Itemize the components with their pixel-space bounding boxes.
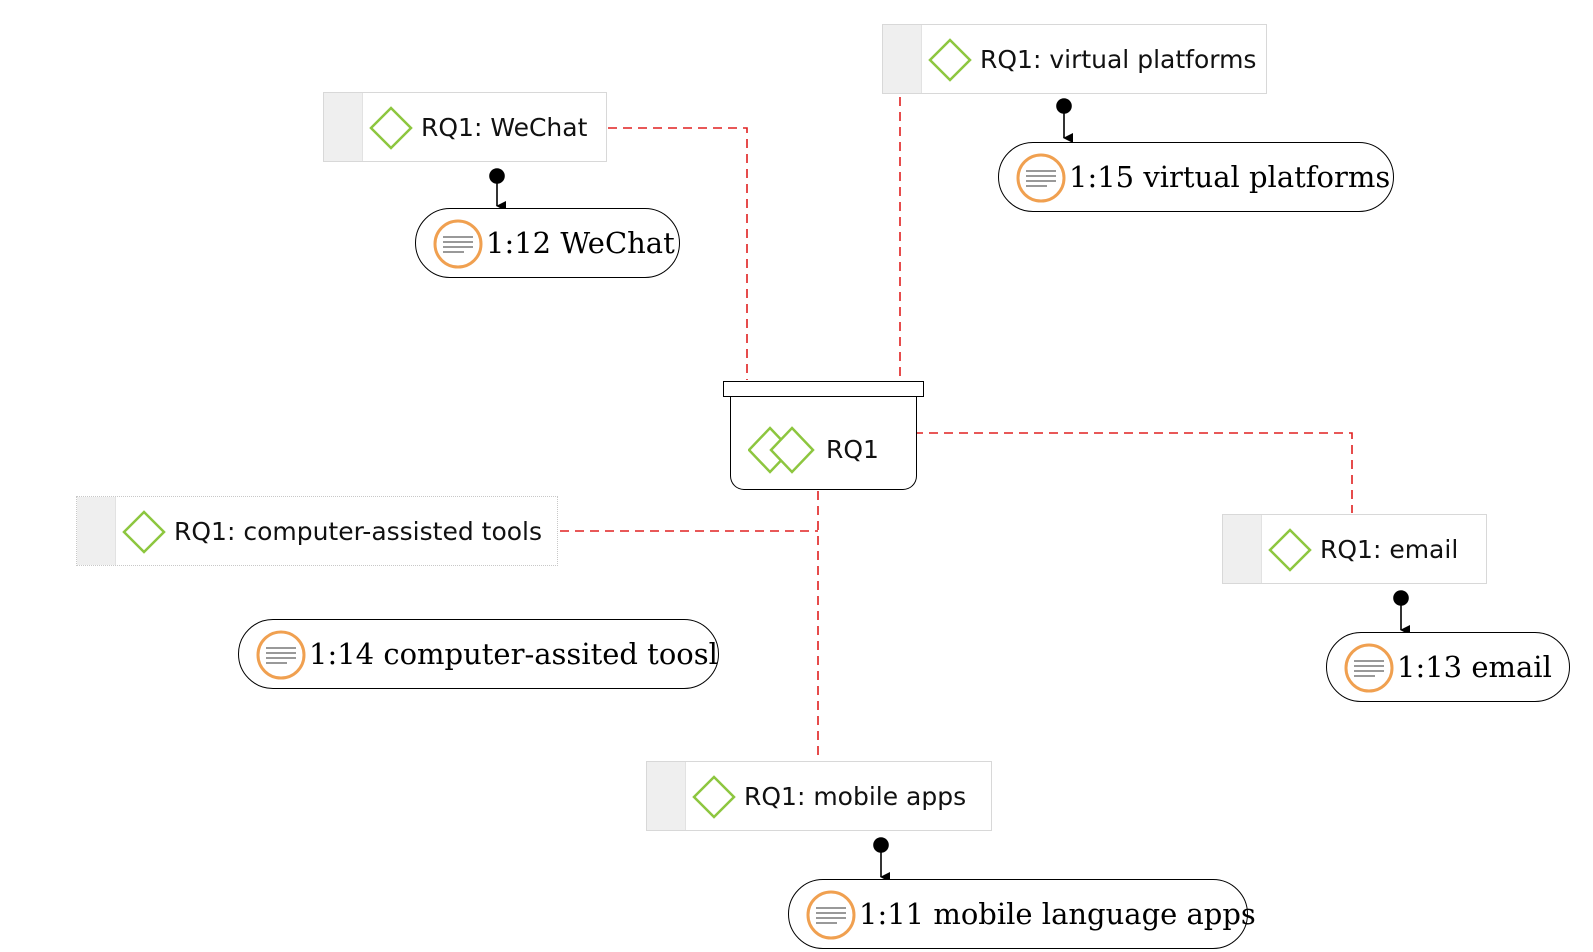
code-strip (647, 762, 686, 830)
code-label-computer-assisted-tools: RQ1: computer-assisted tools (174, 517, 543, 546)
quotation-label-1-12: 1:12 WeChat (486, 226, 675, 260)
group-node-rq1[interactable]: RQ1 (723, 381, 924, 492)
code-node-email[interactable]: RQ1: email (1222, 514, 1487, 584)
code-label-email: RQ1: email (1320, 535, 1459, 564)
quotation-lines-icon (806, 890, 856, 940)
quotation-lines-icon (433, 219, 483, 269)
quotation-label-1-13: 1:13 email (1397, 650, 1552, 684)
group-label: RQ1 (826, 435, 879, 464)
group-body: RQ1 (730, 397, 917, 490)
code-label-wechat: RQ1: WeChat (421, 113, 588, 142)
quotation-lines-icon (1016, 153, 1066, 203)
code-label-mobile-apps: RQ1: mobile apps (744, 782, 967, 811)
quotation-node-1-15[interactable]: 1:15 virtual platforms (998, 142, 1394, 212)
arrow-email-quote (1393, 590, 1410, 635)
code-node-virtual-platforms[interactable]: RQ1: virtual platforms (882, 24, 1267, 94)
code-node-mobile-apps[interactable]: RQ1: mobile apps (646, 761, 992, 831)
code-strip (1223, 515, 1262, 583)
link-wechat (608, 127, 748, 380)
code-label-virtual-platforms: RQ1: virtual platforms (980, 45, 1257, 74)
group-lid (723, 381, 924, 397)
code-node-wechat[interactable]: RQ1: WeChat (323, 92, 607, 162)
code-strip (324, 93, 363, 161)
link-email (914, 432, 1353, 513)
diamond-code-icon (1268, 528, 1312, 572)
quotation-label-1-14: 1:14 computer-assited toosl (309, 637, 718, 671)
diamond-code-icon (122, 510, 166, 554)
quotation-lines-icon (1344, 643, 1394, 693)
quotation-label-1-11: 1:11 mobile language apps (859, 897, 1256, 931)
quotation-node-1-11[interactable]: 1:11 mobile language apps (788, 879, 1256, 949)
arrow-virtual-quote (1056, 98, 1073, 143)
quotation-label-1-15: 1:15 virtual platforms (1069, 160, 1391, 194)
quotation-node-1-13[interactable]: 1:13 email (1326, 632, 1570, 702)
double-diamond-group-icon (748, 426, 815, 474)
code-node-computer-assisted-tools[interactable]: RQ1: computer-assisted tools (76, 496, 558, 566)
quotation-lines-icon (256, 630, 306, 680)
diamond-code-icon (369, 106, 413, 150)
quotation-node-1-12[interactable]: 1:12 WeChat (415, 208, 680, 278)
quotation-node-1-14[interactable]: 1:14 computer-assited toosl (238, 619, 719, 689)
code-strip (77, 497, 116, 565)
diamond-code-icon (692, 775, 736, 819)
code-strip (883, 25, 922, 93)
arrow-wechat-quote (489, 168, 506, 211)
arrow-mobile-quote (873, 837, 890, 882)
diamond-code-icon (928, 38, 972, 82)
